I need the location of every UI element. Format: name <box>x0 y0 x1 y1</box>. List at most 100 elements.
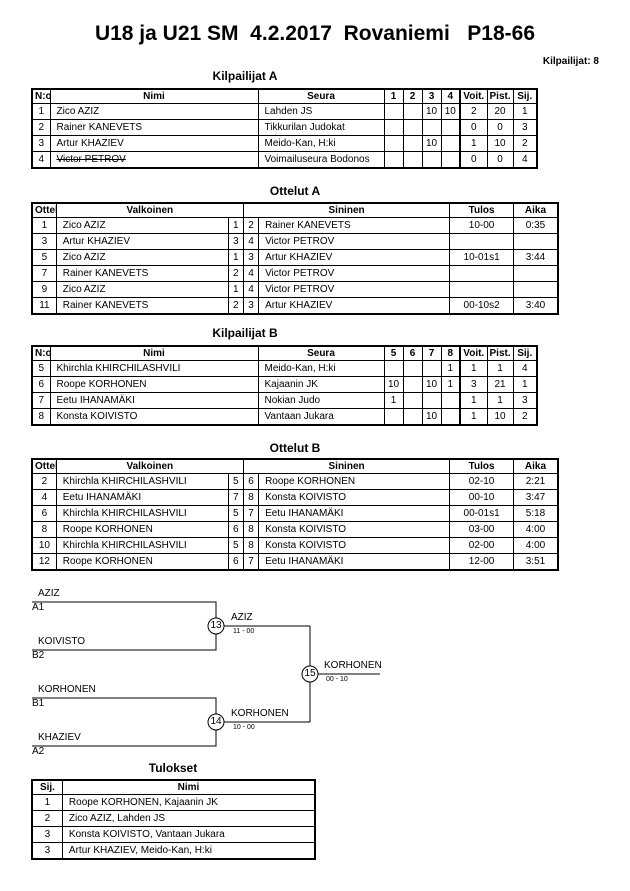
col-name: Nimi <box>61 779 316 795</box>
rank: 4 <box>512 151 538 169</box>
page-title: U18 ja U21 SM 4.2.2017 Rovaniemi P18-66 <box>94 22 536 45</box>
match-time: 3:47 <box>512 489 559 506</box>
competitor-name: Eetu IHANAMÄKI <box>49 392 259 409</box>
semi2-top-seed: B1 <box>32 698 45 709</box>
match-result: 02-00 <box>449 537 514 554</box>
match-time: 3:51 <box>512 553 559 571</box>
col-rank: Sij. <box>512 345 538 361</box>
withdrawn-competitor-name: Victor PETROV <box>56 154 126 165</box>
white-number: 6 <box>227 553 244 571</box>
semi1-bottom-name: KOIVISTO <box>38 636 86 647</box>
result-name: Konsta KOIVISTO, Vantaan Jukara <box>61 826 316 843</box>
wins: 1 <box>459 135 488 152</box>
match-14-marker <box>207 713 225 731</box>
matches-a-title: Ottelut A <box>269 184 321 198</box>
match-result: 00-01s1 <box>449 505 514 522</box>
wins: 1 <box>459 392 488 409</box>
placement: 1 <box>31 794 63 811</box>
semi2-winner: KORHONEN <box>231 708 289 719</box>
match-result: 12-00 <box>449 553 514 571</box>
placement: 3 <box>31 826 63 843</box>
match-time: 4:00 <box>512 537 559 554</box>
match-time: 3:40 <box>512 297 559 315</box>
match-result: 00-10s2 <box>449 297 514 315</box>
results-title: Tulokset <box>148 761 198 775</box>
blue-number: 3 <box>242 297 260 315</box>
blue-fighter: Victor PETROV <box>258 281 451 298</box>
match-number: 3 <box>31 233 57 250</box>
match-13-marker <box>207 617 225 635</box>
match-number: 12 <box>31 553 57 571</box>
match-13-number: 13 <box>210 620 222 631</box>
semi1-bottom-seed: B2 <box>32 650 45 661</box>
pool-a-title: Kilpailijat A <box>212 69 278 83</box>
col-place: Sij. <box>31 779 63 795</box>
semi2-score: 10 - 00 <box>233 724 255 731</box>
competitors-count: Kilpailijat: 8 <box>542 56 599 67</box>
matches-b-title: Ottelut B <box>269 441 321 455</box>
rank: 2 <box>512 408 538 426</box>
match-number: 10 <box>31 537 57 554</box>
pool-a-table: N:o Nimi Seura 1 2 3 4 Voit. Pist. Sij. … <box>31 88 538 169</box>
semi1-top-seed: A1 <box>32 602 45 613</box>
competitor-name: Artur KHAZIEV <box>49 135 259 152</box>
semi1-score: 11 - 00 <box>233 628 255 635</box>
blue-fighter: Eetu IHANAMÄKI <box>258 553 451 571</box>
result-name: Artur KHAZIEV, Meido-Kan, H:ki <box>61 842 316 860</box>
blue-number: 7 <box>242 553 260 571</box>
result-name: Zico AZIZ, Lahden JS <box>61 810 316 827</box>
blue-fighter: Artur KHAZIEV <box>258 297 451 315</box>
placement: 2 <box>31 810 63 827</box>
pool-b-title: Kilpailijat B <box>212 326 278 340</box>
final-winner: KORHONEN <box>324 660 382 671</box>
match-14-number: 14 <box>210 716 222 727</box>
match-number: 9 <box>31 281 57 298</box>
final-score: 00 - 10 <box>326 676 348 683</box>
rank: 3 <box>512 392 538 409</box>
blue-fighter: Konsta KOIVISTO <box>258 537 451 554</box>
placement: 3 <box>31 842 63 860</box>
semi2-bottom-seed: A2 <box>32 746 45 757</box>
match-15-number: 15 <box>304 668 316 679</box>
matches-a-table: Ottelu Valkoinen Sininen Tulos Aika 1Zic… <box>31 202 559 315</box>
match-15-marker <box>301 665 319 683</box>
matches-b-table: Ottelu Valkoinen Sininen Tulos Aika 2Khi… <box>31 458 559 571</box>
blue-number: 8 <box>242 537 260 554</box>
result-name: Roope KORHONEN, Kajaanin JK <box>61 794 316 811</box>
match-result <box>449 281 514 298</box>
match-number: 5 <box>31 249 57 266</box>
match-number: 1 <box>31 217 57 234</box>
pool-b-table: N:o Nimi Seura 5 6 7 8 Voit. Pist. Sij. … <box>31 345 538 426</box>
match-time <box>512 281 559 298</box>
semi2-bottom-name: KHAZIEV <box>38 732 81 743</box>
competitor-club: Vantaan Jukara <box>257 408 385 426</box>
semi2-top-name: KORHONEN <box>38 684 96 695</box>
semi1-winner: AZIZ <box>231 612 253 623</box>
rank: 2 <box>512 135 538 152</box>
competitor-club: Nokian Judo <box>257 392 385 409</box>
semi1-top-name: AZIZ <box>38 588 60 599</box>
blue-number: 4 <box>242 281 260 298</box>
competitor-name: Victor PETROV <box>49 151 259 169</box>
match-number: 11 <box>31 297 57 315</box>
